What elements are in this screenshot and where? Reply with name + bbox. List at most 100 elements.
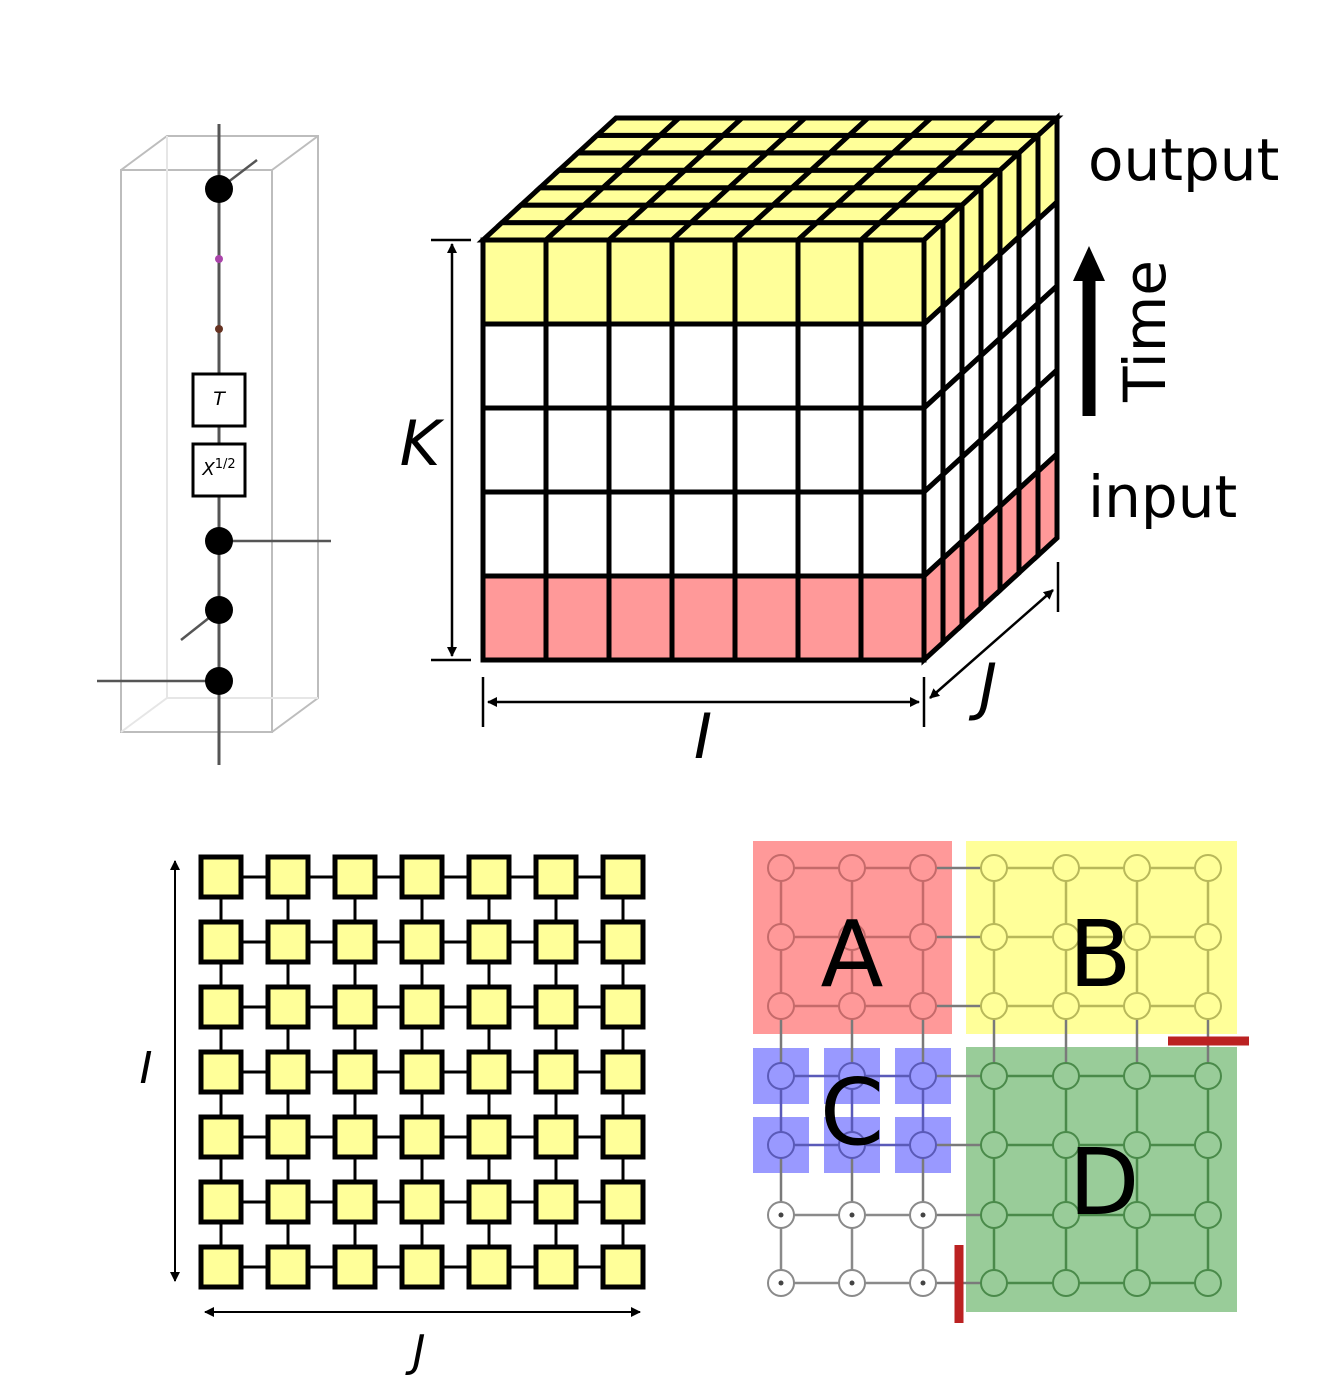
node-dot [205, 667, 233, 695]
lattice-tile [198, 1244, 244, 1290]
grid-node [838, 854, 866, 882]
lattice-tile [466, 854, 512, 900]
unassigned-node-center [920, 1280, 926, 1286]
region-label-a: A [821, 901, 884, 1008]
label-time: Time [1111, 260, 1179, 403]
time-arrow [1073, 246, 1105, 416]
lattice-tile [600, 1049, 646, 1095]
spacetime-cube-diagram: K I J output input Time [400, 112, 1279, 773]
grid-node [838, 992, 866, 1020]
grid-node [1052, 1201, 1080, 1229]
lattice-tile [466, 919, 512, 965]
lattice-tile [466, 1244, 512, 1290]
partition-grid [767, 854, 1222, 1297]
grid-node [1123, 1062, 1151, 1090]
node-dot [205, 596, 233, 624]
lattice-tile [399, 1244, 445, 1290]
grid-node [1123, 923, 1151, 951]
label-i: I [694, 700, 712, 773]
lattice-tile [399, 1049, 445, 1095]
cube-front-cell [543, 321, 612, 411]
lattice-tile [332, 854, 378, 900]
measurement-dot-brown [215, 325, 223, 333]
cube-front-cell [669, 321, 738, 411]
label-output: output [1088, 126, 1279, 194]
lattice-tile [533, 1244, 579, 1290]
grid-node [909, 923, 937, 951]
cube-front-cell [858, 237, 927, 327]
cube-side-cell [997, 483, 1022, 596]
lattice-tile [265, 919, 311, 965]
grid-node [1194, 992, 1222, 1020]
cube-front-cell [669, 489, 738, 579]
cube-front-cell [858, 573, 927, 663]
cube-side-cell [959, 518, 984, 631]
lattice-tile [600, 1244, 646, 1290]
lattice-tile [332, 1114, 378, 1160]
cube-front-cell [480, 405, 549, 495]
lattice-tile [600, 1114, 646, 1160]
lattice-tile [265, 1244, 311, 1290]
lattice-tile [533, 1179, 579, 1225]
cube-front-cell [795, 405, 864, 495]
cube-front-cell [858, 321, 927, 411]
lattice-tile [466, 1179, 512, 1225]
lattice-tile [198, 854, 244, 900]
grid-node [980, 1062, 1008, 1090]
cube-front-cell [606, 489, 675, 579]
cube-front-cell [732, 405, 801, 495]
region-label-b: B [1068, 901, 1131, 1008]
cube-side-cell [978, 500, 1003, 614]
lattice-tile [399, 919, 445, 965]
unassigned-node-center [778, 1212, 784, 1218]
cube-side-cell [1016, 465, 1041, 579]
lattice-tile [198, 1049, 244, 1095]
x-half-gate-label: X1/2 [201, 457, 235, 480]
grid-node [1123, 1269, 1151, 1297]
lattice-tile [332, 1179, 378, 1225]
lattice-tile [533, 854, 579, 900]
grid-node [767, 923, 795, 951]
cube-front-cell [606, 405, 675, 495]
grid-node [1194, 923, 1222, 951]
grid-node [1123, 1131, 1151, 1159]
cube-front-cell [858, 405, 927, 495]
lattice-tile [265, 854, 311, 900]
lattice-tile [533, 984, 579, 1030]
grid-node [909, 1131, 937, 1159]
cube-front-cell [732, 237, 801, 327]
lattice-tile [265, 1049, 311, 1095]
grid-node [1052, 992, 1080, 1020]
lattice-tile [600, 919, 646, 965]
qubit-column-diagram: T X1/2 [97, 124, 331, 765]
cube-front-cell [795, 321, 864, 411]
grid-node [980, 1269, 1008, 1297]
cube-side-cell [921, 552, 946, 666]
cube-front-cell [480, 237, 549, 327]
grid-node [980, 923, 1008, 951]
lattice-tile [399, 1179, 445, 1225]
cube-front-cell [480, 321, 549, 411]
label-k: K [400, 407, 445, 480]
lattice-tile [466, 1114, 512, 1160]
grid-node [1194, 1131, 1222, 1159]
grid-node [1052, 923, 1080, 951]
lattice-tile [265, 1114, 311, 1160]
partition-diagram: A B C D [753, 841, 1249, 1323]
cube-front-cell [795, 489, 864, 579]
label-input: input [1088, 463, 1237, 531]
cube-front-cell [732, 321, 801, 411]
lattice-tile [399, 1114, 445, 1160]
cube-front-cell [669, 573, 738, 663]
x-half-gate: X1/2 [191, 442, 247, 498]
lattice-tile [533, 1114, 579, 1160]
node-dot [205, 175, 233, 203]
unassigned-node-center [849, 1212, 855, 1218]
unassigned-node-center [920, 1212, 926, 1218]
lattice-label-j: J [405, 1326, 426, 1377]
grid-node [838, 923, 866, 951]
grid-node [980, 992, 1008, 1020]
cube-front-cell [669, 237, 738, 327]
